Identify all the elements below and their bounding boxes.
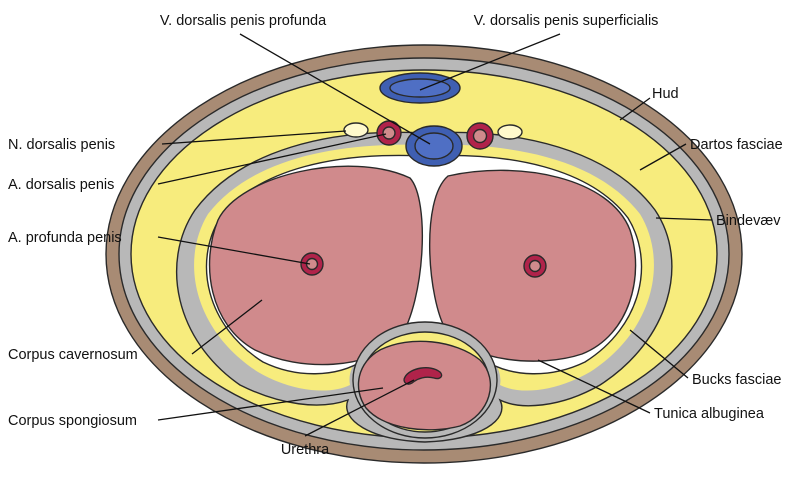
label-v-dorsalis-profunda: V. dorsalis penis profunda [160,13,327,29]
label-corpus-spongiosum: Corpus spongiosum [8,413,137,429]
label-v-dorsalis-superficialis: V. dorsalis penis superficialis [474,13,659,29]
label-bindevaev: Bindevæv [716,213,781,229]
corpus-spongiosum [358,341,490,430]
n-dorsalis-right [498,125,522,139]
label-dartos: Dartos fasciae [690,137,783,153]
label-urethra: Urethra [281,442,330,458]
label-bucks: Bucks fasciae [692,372,781,388]
label-hud: Hud [652,86,679,102]
a-dorsalis-right-inner [474,130,487,143]
label-n-dorsalis: N. dorsalis penis [8,137,115,153]
a-dorsalis-left-inner [383,127,395,139]
label-a-profunda: A. profunda penis [8,230,122,246]
n-dorsalis-left [344,123,368,137]
v-dorsalis-profunda-inner [415,133,453,159]
label-corpus-cavernosum: Corpus cavernosum [8,347,138,363]
label-tunica: Tunica albuginea [654,406,765,422]
a-profunda-right-inner [530,261,541,272]
label-a-dorsalis: A. dorsalis penis [8,177,114,193]
